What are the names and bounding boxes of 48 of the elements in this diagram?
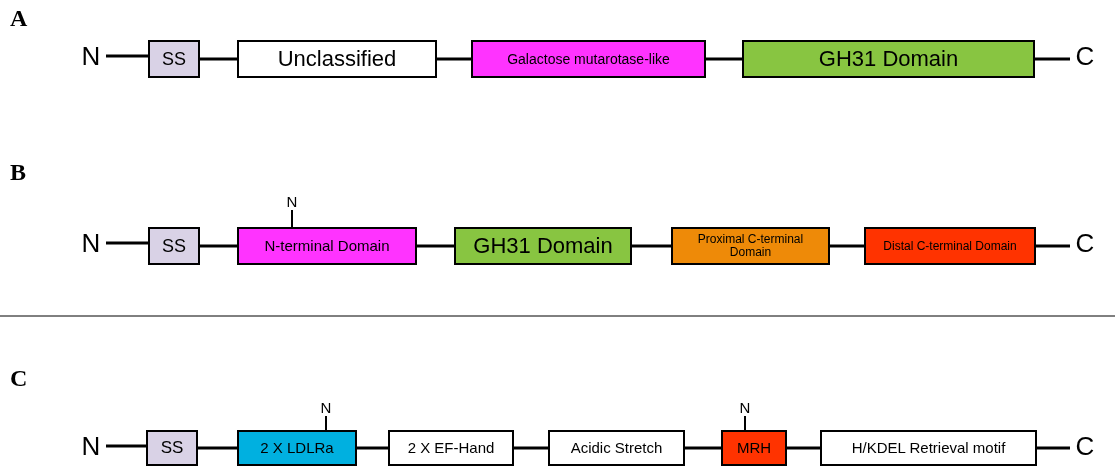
domain-box: SS [148, 40, 200, 78]
terminus-label: N [78, 430, 104, 462]
panel-letter: B [10, 160, 26, 184]
domain-box: SS [146, 430, 198, 466]
glycosylation-tick [291, 209, 293, 228]
glycosylation-site-label: N [737, 398, 753, 416]
terminus-label: N [78, 40, 104, 72]
linker-line [685, 446, 721, 450]
linker-line [830, 244, 864, 248]
linker-line [106, 444, 146, 448]
linker-line [1036, 244, 1070, 248]
linker-line [106, 54, 148, 58]
terminus-label: C [1072, 40, 1098, 72]
terminus-label: C [1072, 430, 1098, 462]
domain-box: Galactose mutarotase-like [471, 40, 706, 78]
linker-line [787, 446, 820, 450]
linker-line [1035, 57, 1070, 61]
panel-letter: A [10, 6, 28, 30]
domain-box: SS [148, 227, 200, 265]
terminus-label: N [78, 227, 104, 259]
domain-box: Proximal C-terminal Domain [671, 227, 830, 265]
terminus-label: C [1072, 227, 1098, 259]
domain-box: 2 X EF-Hand [388, 430, 514, 466]
domain-box: MRH [721, 430, 787, 466]
glycosylation-site-label: N [318, 398, 334, 416]
domain-box: H/KDEL Retrieval motif [820, 430, 1037, 466]
domain-box: GH31 Domain [454, 227, 632, 265]
linker-line [1037, 446, 1070, 450]
domain-box: Acidic Stretch [548, 430, 685, 466]
glycosylation-tick [744, 415, 746, 431]
linker-line [357, 446, 388, 450]
linker-line [106, 241, 148, 245]
domain-box: 2 X LDLRa [237, 430, 357, 466]
domain-box: Distal C-terminal Domain [864, 227, 1036, 265]
linker-line [417, 244, 454, 248]
domain-box: Unclassified [237, 40, 437, 78]
glycosylation-tick [325, 415, 327, 431]
linker-line [514, 446, 548, 450]
domain-box: GH31 Domain [742, 40, 1035, 78]
linker-line [706, 57, 742, 61]
linker-line [198, 446, 237, 450]
domain-box: N-terminal Domain [237, 227, 417, 265]
linker-line [632, 244, 671, 248]
linker-line [200, 57, 237, 61]
linker-line [200, 244, 237, 248]
glycosylation-site-label: N [284, 192, 300, 210]
linker-line [437, 57, 471, 61]
panel-letter: C [10, 366, 28, 390]
